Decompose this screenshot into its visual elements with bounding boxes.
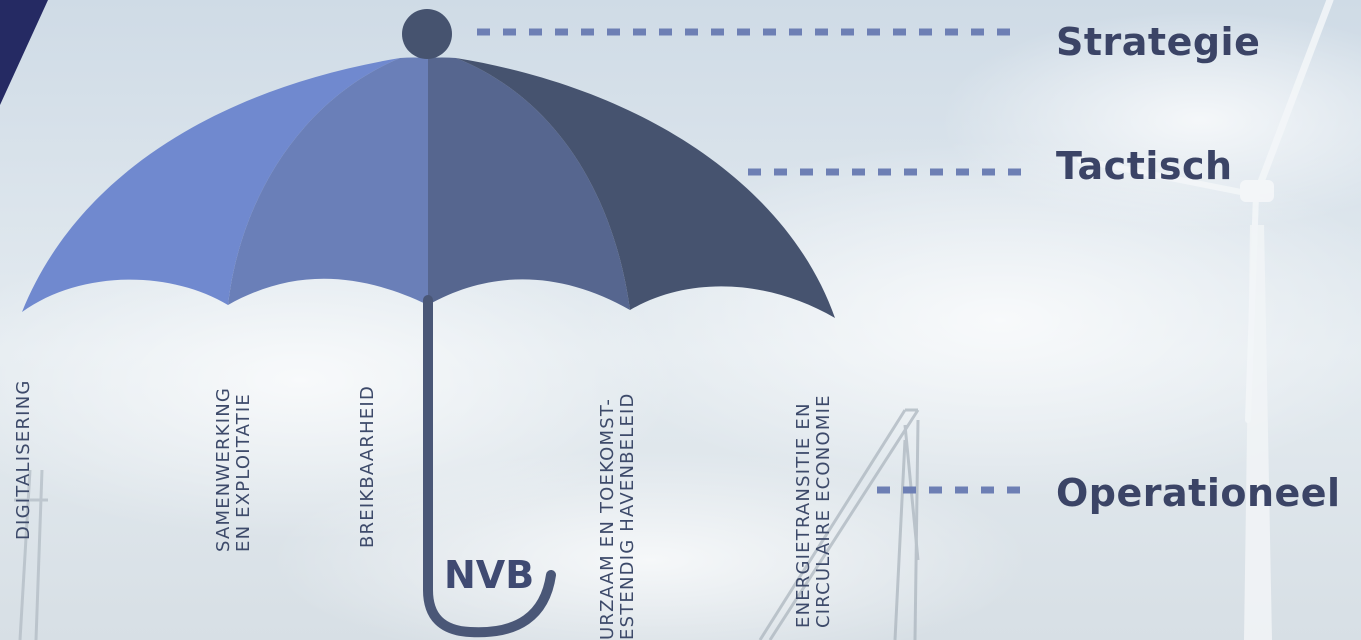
pillar-label-havenbeleid: URZAAM EN TOEKOMST- ESTENDIG HAVENBELEID [597, 392, 638, 640]
pillar-line: EN EXPLOITATIE [232, 393, 254, 552]
umbrella-panel-2 [228, 57, 428, 305]
cloud [940, 10, 1361, 230]
level-label-operationeel: Operationeel [1056, 471, 1341, 515]
pillar-line: CIRCULAIRE ECONOMIE [812, 394, 834, 628]
pillar-label-digitalisering: DIGITALISERING [13, 379, 34, 540]
pillar-line: DIGITALISERING [13, 379, 34, 540]
umbrella-handle [423, 295, 556, 638]
pillar-line: SAMENWERKING [213, 386, 234, 552]
pillar-line: BREIKBAARHEID [357, 384, 378, 548]
corner-accent [0, 0, 48, 105]
pillar-line: ENERGIETRANSITIE EN [793, 402, 814, 628]
level-label-strategie: Strategie [1056, 20, 1261, 64]
cloud [270, 450, 1030, 640]
level-label-tactisch: Tactisch [1056, 144, 1233, 188]
wind-turbine-illustration [1077, 0, 1334, 640]
nvb-logo: NVB [444, 553, 535, 597]
crane-illustration [14, 469, 48, 640]
pillar-label-breikbaarheid: BREIKBAARHEID [357, 384, 378, 548]
pillar-label-samenwerking: SAMENWERKING EN EXPLOITATIE [213, 386, 254, 552]
pillar-line: URZAAM EN TOEKOMST- [597, 397, 618, 640]
umbrella-panel-1 [22, 58, 400, 312]
crane-illustration [758, 408, 920, 640]
umbrella-knob [402, 9, 452, 59]
pillar-label-energietransitie: ENERGIETRANSITIE EN CIRCULAIRE ECONOMIE [793, 394, 834, 628]
umbrella-panel-3 [428, 57, 630, 310]
umbrella-panel-4 [456, 58, 835, 318]
pillar-line: ESTENDIG HAVENBELEID [616, 392, 638, 640]
